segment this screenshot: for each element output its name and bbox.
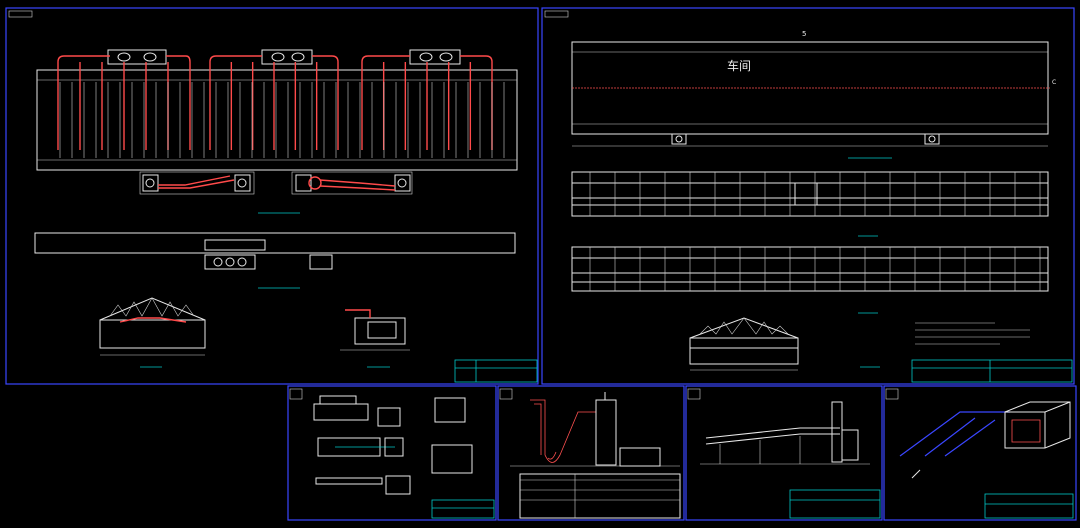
fan-room-plan-left (139, 171, 255, 195)
sheet-3-equipment-details (287, 385, 497, 521)
fan-unit-3 (409, 49, 461, 65)
section-c (689, 317, 799, 371)
fan-unit-2 (261, 49, 313, 65)
section-fan-room (340, 309, 410, 351)
duct-drops (59, 62, 505, 158)
section-truss (99, 297, 206, 356)
sheet-5-conveyor-elevation (685, 385, 883, 521)
notes (915, 322, 1030, 345)
elevation-a (571, 171, 1049, 217)
section-mark-east: C (1052, 79, 1056, 86)
section-mark-top: 5 (802, 30, 806, 38)
sheet-1-ventilation-plan (5, 7, 539, 385)
fan-room-plan-right (291, 171, 413, 195)
sheet-6-axonometric (883, 385, 1077, 521)
sheet-2-workshop-plan: 5 车间 C (541, 7, 1075, 385)
sheet-4-duct-section (497, 385, 685, 521)
elevation-b (571, 246, 1049, 292)
workshop-label: 车间 (727, 58, 751, 73)
fan-unit-1 (107, 49, 167, 65)
